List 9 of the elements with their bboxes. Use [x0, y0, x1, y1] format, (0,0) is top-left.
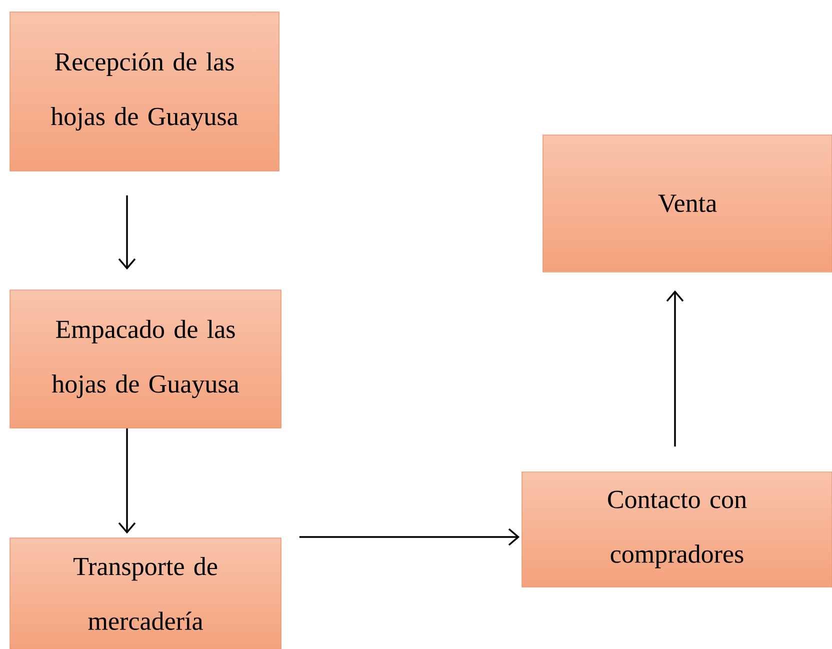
arrow	[118, 195, 136, 270]
process-box: Contacto con compradores	[522, 472, 832, 588]
arrow	[118, 428, 136, 534]
arrow	[666, 290, 684, 447]
process-box: Transporte de mercadería	[10, 538, 282, 649]
process-box: Empacado de las hojas de Guayusa	[10, 290, 282, 428]
process-box: Recepción de las hojas de Guayusa	[10, 12, 280, 172]
arrow	[299, 528, 520, 546]
process-box: Venta	[542, 134, 832, 272]
